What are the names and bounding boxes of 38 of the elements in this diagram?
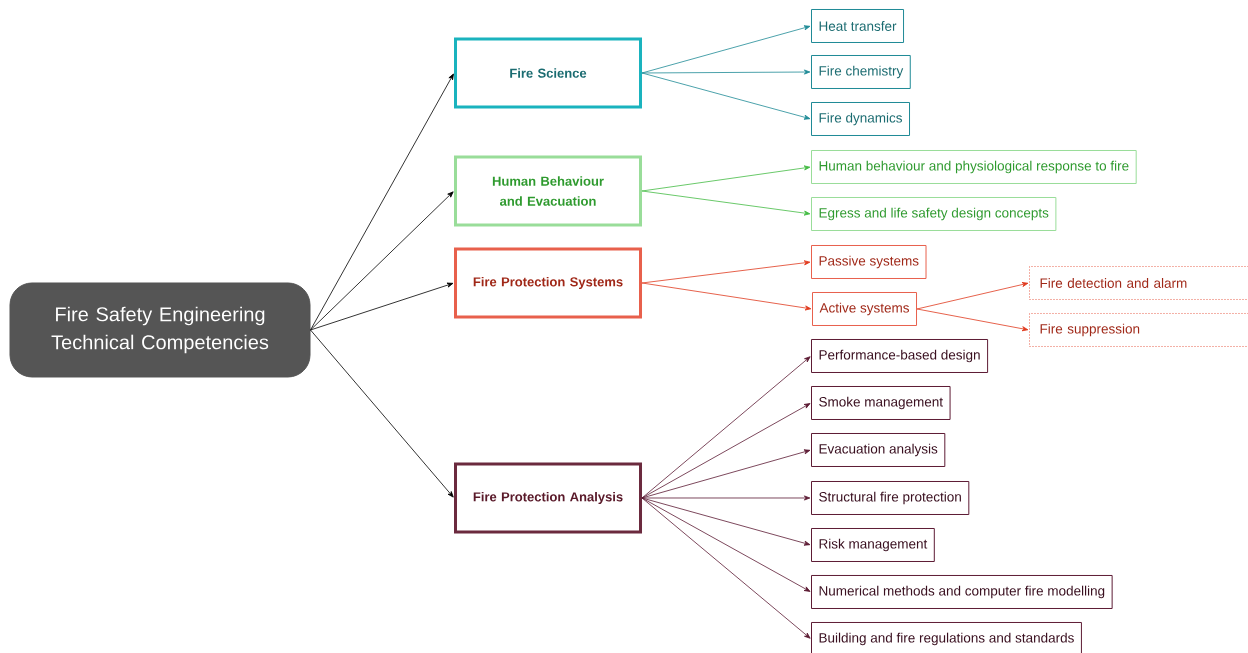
arrow	[641, 165, 811, 192]
topic-box: Smoke management	[811, 386, 951, 420]
category-box: Fire Science	[454, 37, 642, 109]
arrow	[916, 308, 1029, 332]
topic-box: Fire chemistry	[811, 55, 911, 89]
topic-box: Fire detection and alarm	[1029, 266, 1248, 300]
topic-box: Performance-based design	[811, 339, 989, 373]
topic-box: Egress and life safety design concepts	[811, 197, 1057, 231]
arrow	[641, 495, 811, 501]
topic-box: Risk management	[811, 528, 935, 562]
topic-box: Numerical methods and computer fire modelling	[811, 575, 1113, 609]
arrow	[916, 282, 1029, 310]
topic-box: Active systems	[812, 292, 917, 326]
category-box: Fire Protection Analysis	[454, 462, 642, 534]
topic-box: Human behaviour and physiological response to fire	[811, 150, 1137, 184]
topic-box: Building and fire regulations and standards	[811, 622, 1082, 653]
topic-box: Fire suppression	[1029, 313, 1248, 347]
arrow	[310, 282, 454, 331]
arrow	[310, 73, 454, 331]
arrow	[641, 72, 811, 120]
arrow	[641, 403, 811, 499]
arrow	[641, 260, 811, 284]
category-box: Fire Protection Systems	[454, 247, 642, 319]
category-box: Human Behaviour and Evacuation	[454, 155, 642, 227]
arrow	[641, 282, 812, 311]
arrow	[641, 497, 811, 639]
arrow	[310, 329, 454, 498]
topic-box: Heat transfer	[811, 9, 905, 43]
arrow	[310, 191, 454, 331]
arrow	[641, 497, 811, 546]
topic-box: Structural fire protection	[811, 481, 970, 515]
root-box: Fire Safety Engineering Technical Competencies	[9, 282, 311, 378]
arrow	[641, 356, 811, 499]
topic-box: Passive systems	[811, 245, 927, 279]
arrow	[641, 69, 811, 75]
topic-box: Fire dynamics	[811, 102, 910, 136]
topic-box: Evacuation analysis	[811, 433, 946, 467]
arrow	[641, 190, 811, 216]
